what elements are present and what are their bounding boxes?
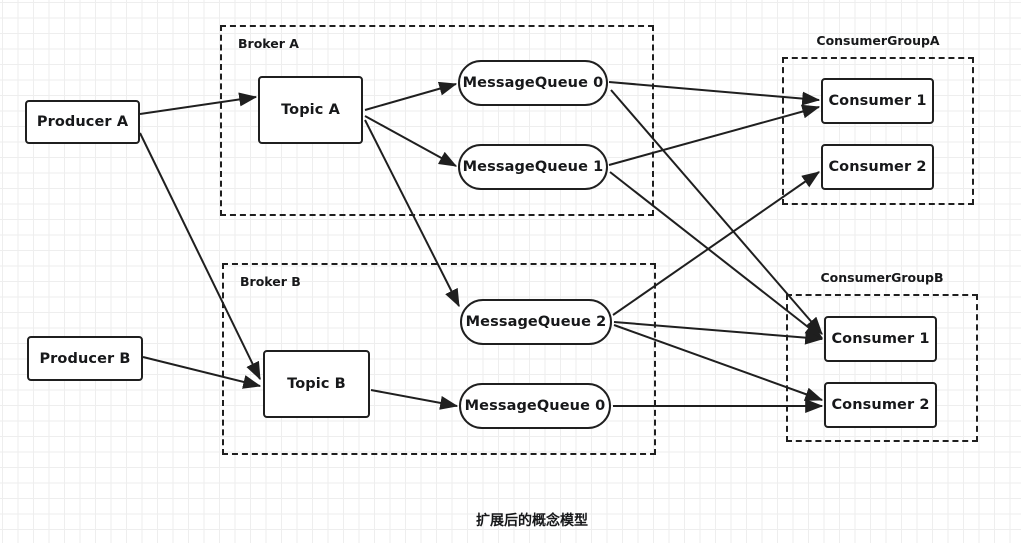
node-label-mq-b0: MessageQueue 0 [464, 398, 606, 414]
node-label-mq-a1: MessageQueue 1 [462, 159, 604, 175]
node-mq-b0[interactable]: MessageQueue 0 [459, 383, 611, 429]
node-mq-b2[interactable]: MessageQueue 2 [460, 299, 612, 345]
node-label-producer-a: Producer A [36, 114, 129, 130]
node-mq-a0[interactable]: MessageQueue 0 [458, 60, 608, 106]
node-mq-a1[interactable]: MessageQueue 1 [458, 144, 608, 190]
node-label-mq-b2: MessageQueue 2 [465, 314, 607, 330]
diagram-caption: 扩展后的概念模型 [476, 513, 588, 529]
node-topic-a[interactable]: Topic A [258, 76, 363, 144]
node-label-topic-b: Topic B [287, 376, 346, 392]
node-label-mq-a0: MessageQueue 0 [462, 75, 604, 91]
node-label-cgb-c2: Consumer 2 [831, 397, 930, 413]
node-label-cga-c1: Consumer 1 [828, 93, 927, 109]
node-cgb-c1[interactable]: Consumer 1 [824, 316, 937, 362]
node-cgb-c2[interactable]: Consumer 2 [824, 382, 937, 428]
node-topic-b[interactable]: Topic B [263, 350, 370, 418]
node-label-cga-c2: Consumer 2 [828, 159, 927, 175]
group-label-consumer-group-a: ConsumerGroupA [816, 33, 940, 48]
group-label-broker-b: Broker B [240, 274, 301, 289]
node-producer-a[interactable]: Producer A [25, 100, 140, 144]
node-cga-c1[interactable]: Consumer 1 [821, 78, 934, 124]
group-label-consumer-group-b: ConsumerGroupB [820, 270, 944, 285]
node-label-topic-a: Topic A [281, 102, 340, 118]
node-cga-c2[interactable]: Consumer 2 [821, 144, 934, 190]
node-producer-b[interactable]: Producer B [27, 336, 143, 381]
node-label-cgb-c1: Consumer 1 [831, 331, 930, 347]
node-label-producer-b: Producer B [39, 350, 131, 367]
group-label-broker-a: Broker A [238, 36, 299, 51]
